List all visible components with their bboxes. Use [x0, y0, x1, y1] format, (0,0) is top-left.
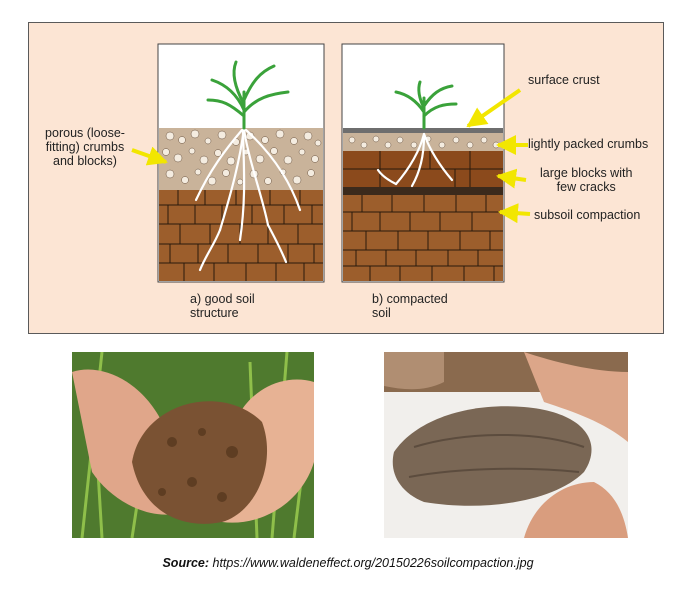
source-url[interactable]: https://www.waldeneffect.org/20150226soi… — [212, 556, 534, 570]
subsoil-label: subsoil compaction — [534, 208, 641, 222]
caption-good-soil: a) good soil structure — [190, 292, 255, 320]
source-prefix: Source: — [162, 556, 210, 570]
surface-crust-label: surface crust — [528, 73, 600, 87]
porous-label: porous (loose- fitting) crumbs and block… — [45, 126, 125, 168]
photo-good-soil — [72, 352, 314, 538]
label-arrows — [131, 88, 531, 224]
lightly-packed-label: lightly packed crumbs — [528, 137, 649, 151]
surface-crust-arrow — [466, 88, 522, 128]
photo-compacted-soil — [384, 352, 628, 538]
large-blocks-label: large blocks with few cracks — [540, 166, 633, 194]
compacted-soil-box — [341, 43, 505, 283]
large-blocks-arrow — [496, 168, 527, 189]
caption-compacted-soil: b) compacted soil — [372, 292, 448, 320]
source-citation: Source: https://www.waldeneffect.org/201… — [0, 556, 696, 570]
good-soil-box — [157, 43, 325, 283]
porous-arrow — [131, 146, 168, 166]
subsoil-arrow — [498, 203, 531, 224]
